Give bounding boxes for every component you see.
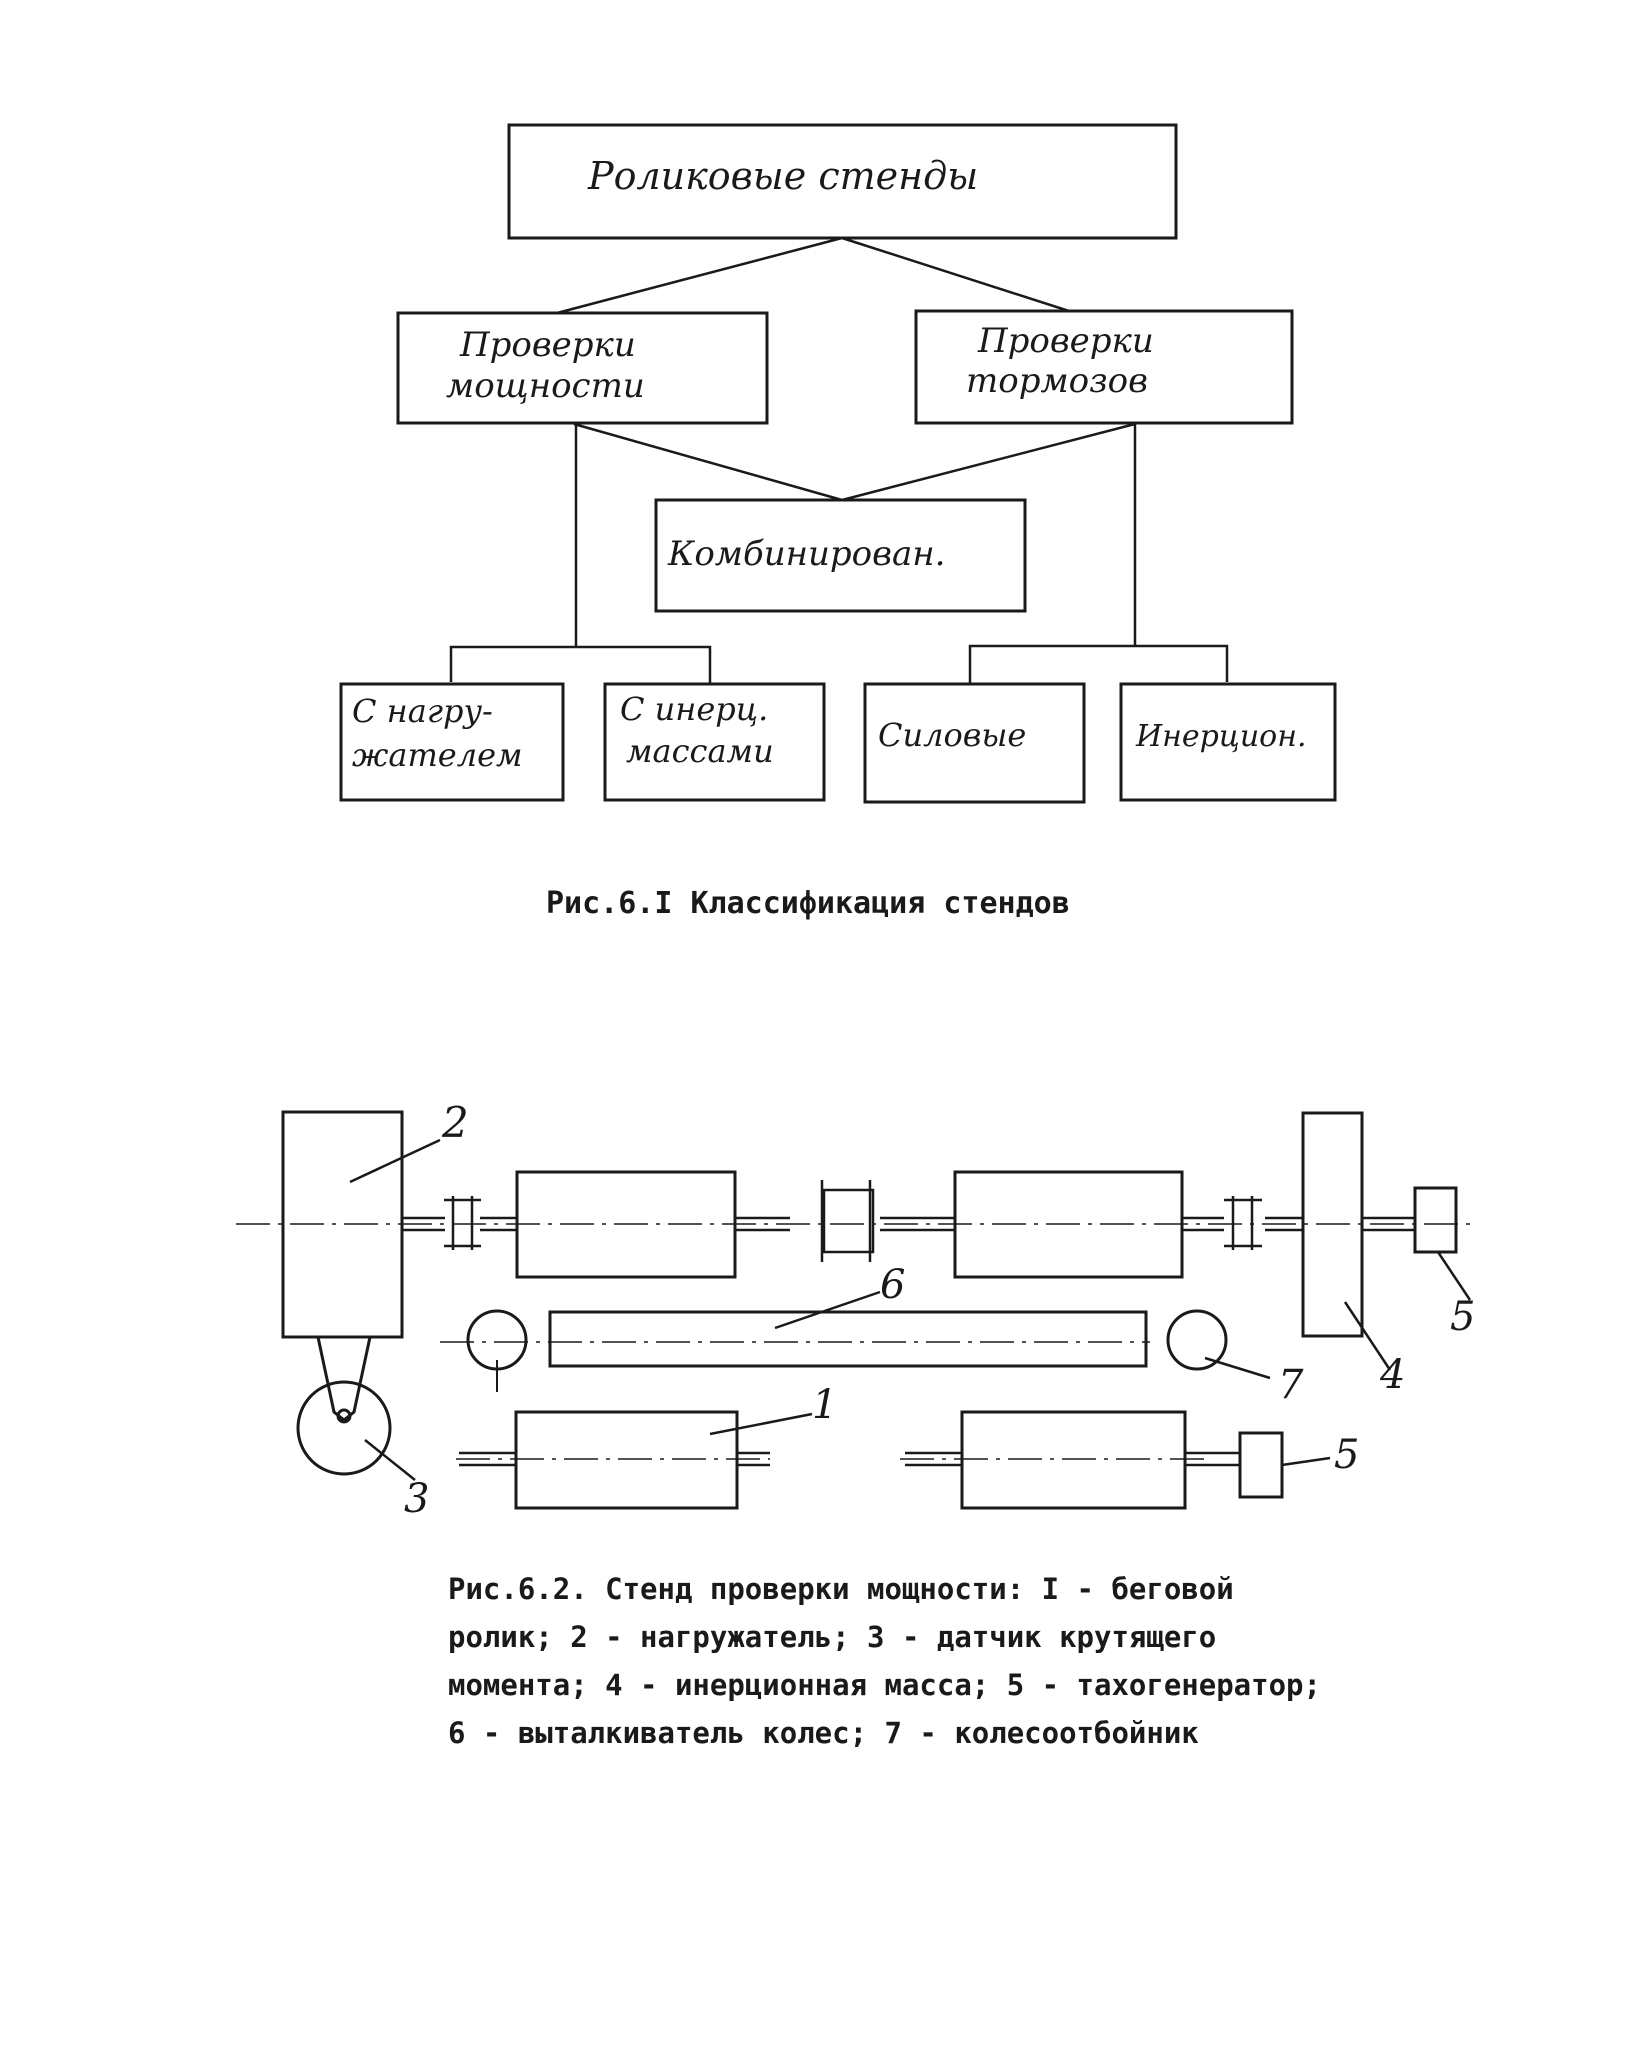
brake-check-box: Проверки тормозов	[914, 309, 1294, 425]
wheel-stop-right	[1166, 1309, 1228, 1371]
coupling-left	[444, 1196, 481, 1250]
inertial-box: Инерцион.	[1119, 682, 1337, 802]
coupling-middle	[820, 1180, 875, 1262]
leader-lines	[349, 1138, 1472, 1481]
power-check-label-2: мощности	[446, 366, 645, 406]
label-torque-sensor: 3	[404, 1476, 429, 1522]
power-check-label-1: Проверки	[459, 325, 636, 365]
upper-roller-left	[515, 1170, 737, 1279]
brake-check-label-1: Проверки	[977, 321, 1154, 361]
combined-label: Комбинирован.	[667, 534, 945, 574]
inertia-masses-box: С инерц. массами	[603, 682, 826, 802]
inertia-masses-label-2: массами	[626, 732, 774, 770]
power-check-box: Проверки мощности	[396, 311, 769, 425]
loader-element	[281, 1110, 404, 1339]
label-loader: 2	[441, 1098, 469, 1147]
inertia-masses-label-1: С инерц.	[620, 690, 768, 728]
loader-box: С нагру- жателем	[339, 682, 565, 802]
upper-roller-right	[953, 1170, 1184, 1279]
tree-connectors	[449, 236, 1229, 684]
inertial-label: Инерцион.	[1135, 719, 1307, 754]
label-inertia-mass: 4	[1379, 1352, 1405, 1398]
label-tachogenerator-upper: 5	[1450, 1294, 1475, 1340]
coupling-right	[1224, 1196, 1262, 1250]
running-roller-right	[960, 1410, 1187, 1510]
center-lines	[236, 1223, 1478, 1460]
tachogenerator-lower	[1238, 1431, 1284, 1499]
label-running-roller: 1	[812, 1382, 837, 1428]
figure-2-caption: Рис.6.2. Стенд проверки мощности: I - бе…	[448, 1572, 1339, 1750]
wheel-ejector	[548, 1310, 1148, 1368]
combined-box: Комбинирован.	[654, 498, 1027, 613]
figure-1-caption: Рис.6.I Классификация стендов	[546, 886, 1070, 921]
loader-label-2: жателем	[352, 736, 523, 774]
force-box: Силовые	[863, 682, 1086, 804]
lower-shafts	[459, 1451, 1240, 1467]
loader-label-1: С нагру-	[352, 692, 493, 730]
label-ejector: 6	[880, 1262, 905, 1308]
brake-check-label-2: тормозов	[966, 361, 1148, 401]
power-stand-diagram: 2 6 5 7 4 1 5 3	[236, 1098, 1478, 1522]
tachogenerator-upper	[1413, 1186, 1458, 1254]
torque-sensor	[296, 1336, 392, 1476]
part-labels: 2 6 5 7 4 1 5 3	[404, 1098, 1475, 1522]
label-tachogenerator-lower: 5	[1334, 1432, 1359, 1478]
root-label: Роликовые стенды	[587, 154, 978, 198]
upper-shaft	[402, 1216, 1415, 1232]
force-label: Силовые	[878, 716, 1026, 754]
root-box: Роликовые стенды	[507, 123, 1178, 240]
classification-tree: Роликовые стенды Проверки мощности Прове…	[339, 123, 1337, 804]
inertia-mass	[1301, 1111, 1364, 1338]
label-wheel-stop: 7	[1278, 1362, 1304, 1408]
running-roller-left	[514, 1410, 739, 1510]
